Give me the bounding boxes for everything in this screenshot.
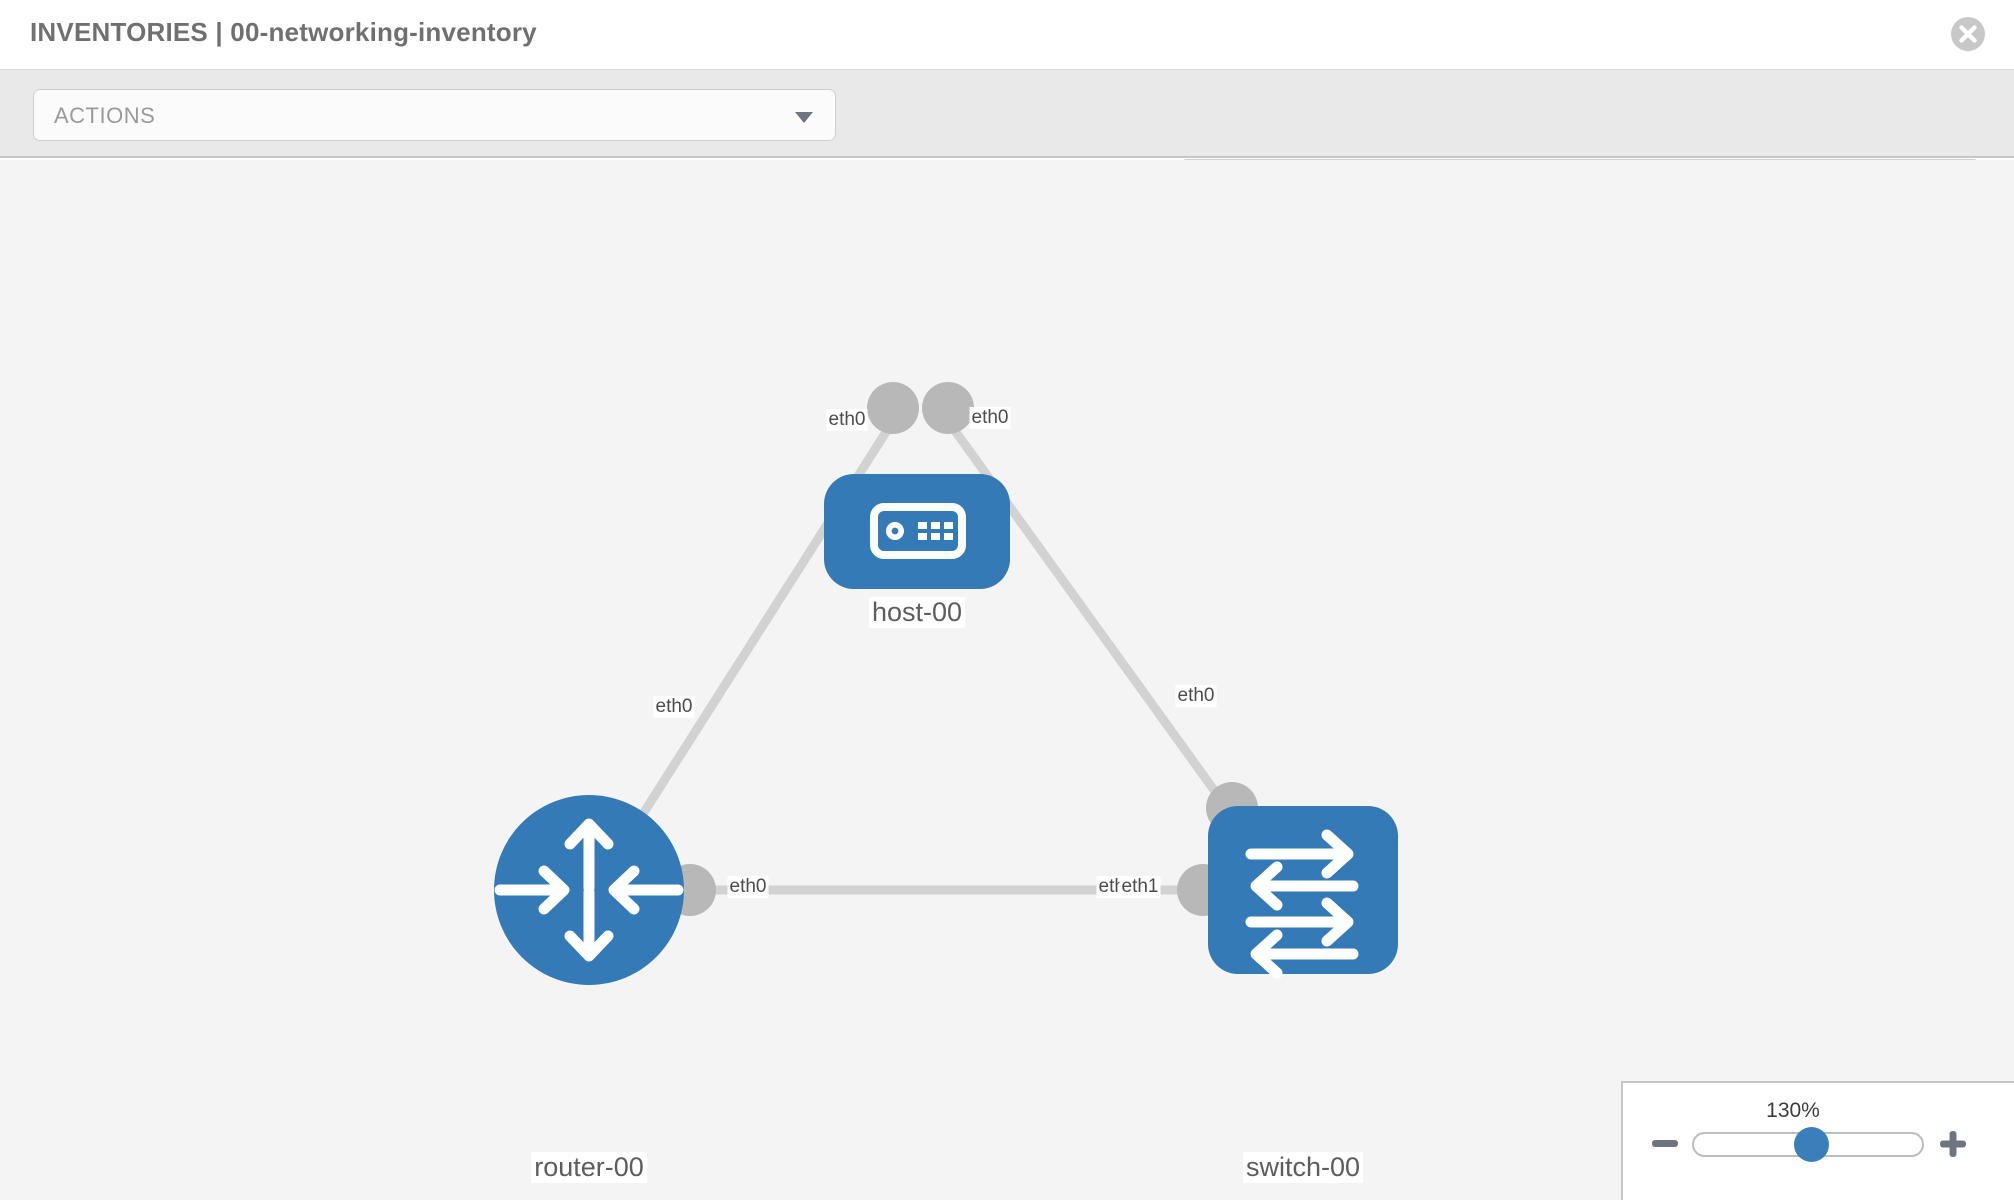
topology-graph — [494, 382, 1398, 985]
router-arrows-icon — [494, 818, 684, 962]
toolbar: ACTIONS SEARCH — [0, 70, 2014, 211]
iface-label-host-right: eth0 — [969, 407, 1011, 429]
iface-label-router-eth0: eth0 — [727, 876, 769, 898]
node-label-switch-00: switch-00 — [1242, 1152, 1364, 1183]
node-router-00[interactable] — [494, 795, 684, 985]
switch-arrows-icon — [1245, 829, 1359, 979]
close-icon[interactable] — [1950, 16, 1986, 52]
iface-label-switch-eth1: eth1 — [1119, 876, 1161, 898]
interface-dot-host-left[interactable] — [867, 382, 919, 434]
zoom-out-button[interactable] — [1650, 1129, 1680, 1159]
page-header: INVENTORIES | 00-networking-inventory — [0, 0, 2014, 70]
chevron-down-icon — [795, 112, 813, 123]
node-label-host-00: host-00 — [868, 597, 966, 628]
zoom-in-button[interactable] — [1938, 1129, 1968, 1159]
zoom-control-panel: 130% — [1621, 1081, 2014, 1200]
topology-canvas[interactable]: eth0 eth0 eth0 eth0 eth0 eth0 eth1 host-… — [0, 160, 2014, 1200]
actions-dropdown[interactable]: ACTIONS — [33, 89, 836, 141]
zoom-slider-thumb[interactable] — [1794, 1127, 1829, 1162]
page-title: INVENTORIES | 00-networking-inventory — [30, 17, 537, 47]
iface-label-host-left: eth0 — [826, 409, 868, 431]
iface-label-switch-uplink: eth0 — [1175, 685, 1217, 707]
node-host-00[interactable] — [824, 474, 1010, 589]
server-icon — [870, 503, 966, 559]
zoom-level-label: 130% — [1766, 1099, 1820, 1122]
node-switch-00[interactable] — [1208, 806, 1398, 979]
interface-dot-host-right[interactable] — [922, 382, 974, 434]
actions-dropdown-label: ACTIONS — [54, 103, 156, 128]
node-label-router-00: router-00 — [531, 1152, 647, 1183]
iface-label-router-uplink: eth0 — [653, 696, 695, 718]
link-host-switch[interactable] — [936, 407, 1254, 843]
